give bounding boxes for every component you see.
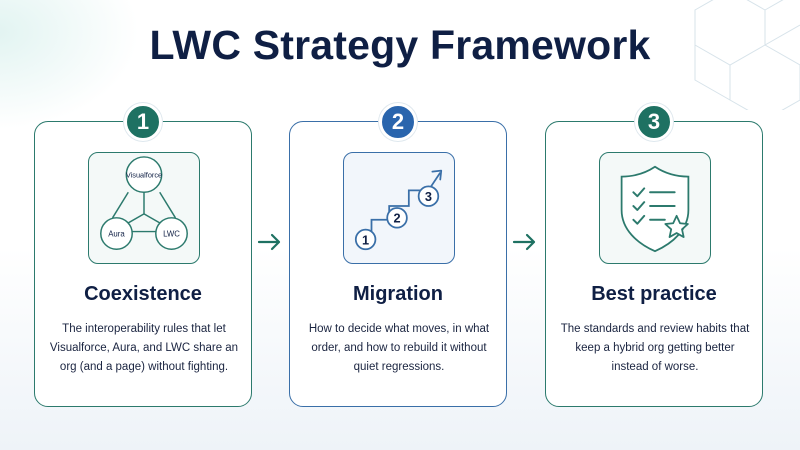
node-label: Visualforce (126, 171, 162, 180)
background-glow (0, 0, 140, 130)
step-card-migration: 2 1 2 3 Migration How to decide what mov… (289, 103, 507, 407)
step-title: Migration (353, 283, 443, 305)
step-card-coexistence: 1 Visualforce Aura LWC Coexistence The i… (34, 103, 252, 407)
stage-number: 1 (362, 232, 369, 247)
stage-circle (417, 185, 440, 207)
step-number-badge: 3 (635, 103, 673, 141)
arrow-right-icon (512, 233, 536, 251)
shield-outline (620, 165, 690, 253)
node-label: LWC (163, 229, 180, 238)
step-description: The standards and review habits that kee… (560, 323, 750, 373)
stage-number: 2 (393, 211, 400, 226)
step-title: Coexistence (84, 283, 202, 305)
arrow-right-icon (257, 233, 281, 251)
connector-line (159, 191, 177, 219)
stage-number: 3 (425, 189, 432, 204)
check-mark (632, 214, 646, 225)
node-label: Aura (108, 229, 125, 238)
node-aura (100, 217, 133, 250)
node-visualforce (125, 156, 163, 194)
step-number-badge: 1 (124, 103, 162, 141)
check-mark (632, 187, 646, 198)
step-description: How to decide what moves, in what order,… (308, 323, 490, 373)
arrow-up-head (431, 169, 443, 181)
step-description: The interoperability rules that let Visu… (49, 323, 239, 373)
shield-checklist-graphic (620, 165, 690, 253)
star-icon (664, 214, 689, 238)
decorative-hexagon-pattern (694, 0, 800, 110)
stepped-progress-graphic: 1 2 3 (354, 169, 443, 251)
network-triangle-graphic: Visualforce Aura LWC (100, 156, 188, 250)
stage-circle (354, 228, 377, 251)
stepped-progress-icon: 1 2 3 (343, 152, 455, 264)
step-number-badge: 2 (379, 103, 417, 141)
node-lwc (155, 217, 188, 250)
check-mark (632, 201, 646, 211)
connector-line (111, 191, 129, 219)
network-triangle-icon: Visualforce Aura LWC (88, 152, 200, 264)
step-title: Best practice (591, 283, 717, 305)
step-card-best-practice: 3 Best practice The standards and review… (545, 103, 763, 407)
page-title: LWC Strategy Framework (149, 22, 651, 68)
shield-checklist-icon (599, 152, 711, 264)
stage-circle (386, 207, 408, 229)
